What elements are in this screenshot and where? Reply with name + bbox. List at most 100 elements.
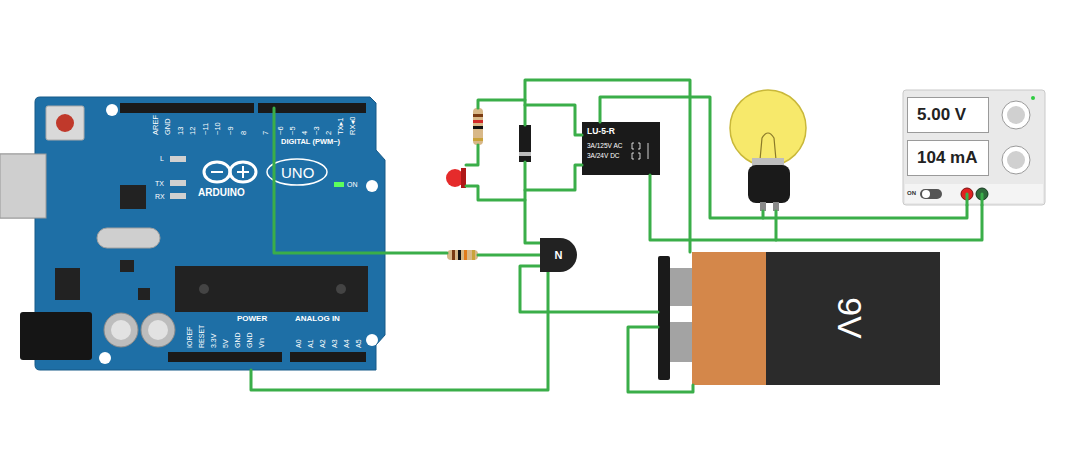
power-supply [920,189,942,199]
pin-label: 8 [240,131,248,135]
pin-label: A3 [331,339,338,348]
power-supply [903,90,1045,205]
arduino-board [334,182,344,187]
pin-label: GND [164,118,172,135]
relay-box: LU-5-R 3A/125V AC 3A/24V DC [582,122,660,175]
transistor-outline [540,238,577,272]
wire [478,100,525,108]
wire [274,108,447,253]
pin-label: 12 [189,127,197,135]
arduino-board [55,268,80,300]
relay-body [648,143,649,159]
pin-label: 4 [301,131,309,135]
relay-body [632,143,640,159]
voltage-readout: 5.00 V [907,97,989,133]
arduino-board [366,334,378,346]
wire [525,105,582,135]
arduino-board [148,320,168,340]
voltage-label: 9V [833,297,867,339]
wire-connector [650,175,982,240]
rating-label: 3A/125V AC [587,143,622,150]
arduino-board [0,154,46,218]
resistor-symbol [473,126,483,129]
diode-symbol [519,152,531,156]
resistor-symbol [447,250,478,260]
pin-label: A0 [295,339,302,348]
pin-label: A4 [343,339,350,348]
wire [525,165,582,190]
led-label: ON [347,181,358,188]
arduino-board [290,352,366,362]
power-supply [1007,151,1025,169]
pin-label: A5 [355,339,362,348]
battery [658,252,940,385]
led-symbol [446,168,466,188]
power-supply [1002,146,1030,174]
battery [658,256,670,380]
relay-body [582,122,660,175]
power-supply-box: 5.00 V104 mAON [903,90,1045,205]
arduino-board [170,156,186,162]
transistor-type: N [555,250,563,261]
header-label: ANALOG IN [295,315,340,323]
current-readout: 104 mA [907,140,989,176]
header-label: POWER [237,315,267,323]
arduino-board [106,104,118,116]
arduino-board [120,103,254,113]
battery [766,252,940,385]
pin-label: 7 [262,131,270,135]
wire [466,186,525,200]
arduino-board [267,159,327,185]
pin-label: ~11 [202,123,210,135]
lamp [730,90,806,166]
pin-label: RESET [198,325,205,348]
diode-symbol [519,125,531,162]
led-label: TX [155,180,164,187]
wire [525,80,690,252]
lamp [730,90,806,211]
pin-label: GND [246,332,253,348]
model-name: UNO [281,165,314,180]
arduino-board [168,352,282,362]
transistor: N [540,238,577,272]
arduino-board [211,166,249,178]
resistor-symbol [464,250,467,260]
lamp [748,165,790,203]
part-name: LU-5-R [587,127,615,136]
resistor-symbol [473,138,483,141]
resistor-symbol [473,114,483,117]
lamp [760,133,776,160]
power-supply [905,184,1043,203]
arduino-board [99,352,111,364]
pin-label: GND [234,332,241,348]
arduino-board [0,97,385,370]
arduino-board: AREFGND1312~11~10~987~6~54~32TX▸1RX◂0DIG… [35,97,385,370]
diode-symbol [519,125,531,162]
pin-label: A2 [319,339,326,348]
wire [525,162,540,243]
pin-label: 13 [177,127,185,135]
wire [966,194,969,205]
arduino-board [97,228,160,248]
resistor-symbol [447,108,483,260]
led-label: RX [155,193,165,200]
pin-label: 5V [222,339,229,348]
pin-label: Vin [258,338,265,348]
pin-label: IOREF [186,327,193,348]
arduino-board [20,312,92,360]
pin-label: ~10 [214,122,222,135]
brand-name: ARDUINO [198,188,245,198]
power-supply [1031,96,1035,100]
wire [775,211,778,240]
pin-label: RX◂0 [349,117,357,135]
resistor-symbol [458,250,461,260]
wire [628,327,693,392]
resistor-symbol [473,120,483,123]
rating-label: 3A/24V DC [587,153,620,160]
pin-label: 3.3V [210,334,217,348]
power-supply [922,190,930,198]
relay-body [582,122,660,175]
